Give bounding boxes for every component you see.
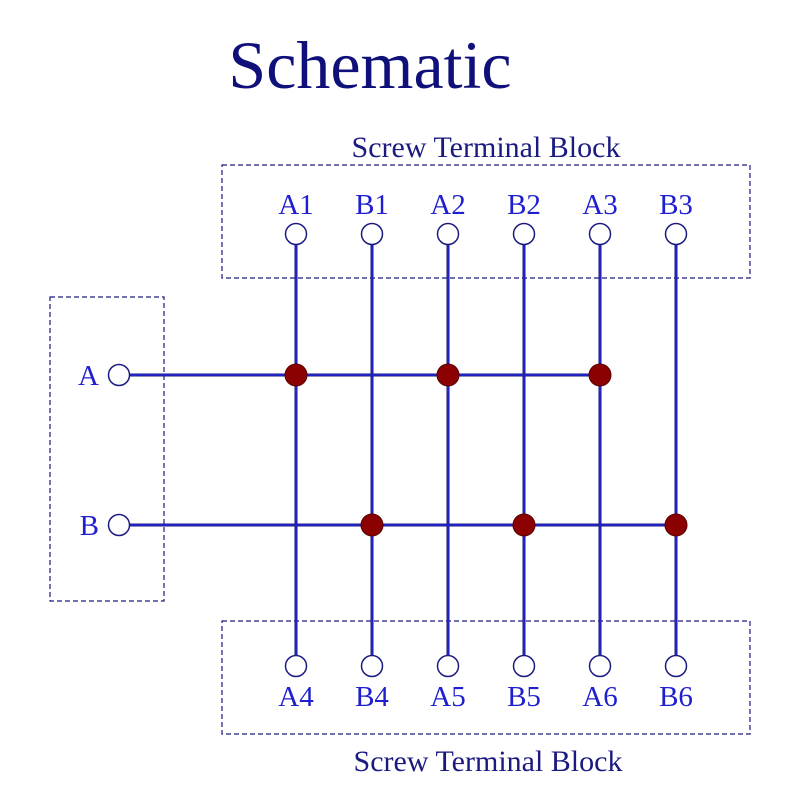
- pin-label-b1: B1: [355, 189, 389, 221]
- terminal-b4: [360, 654, 384, 678]
- pin-label-a6: A6: [582, 681, 617, 713]
- pin-label-a5: A5: [430, 681, 465, 713]
- terminal-a3: [588, 222, 612, 246]
- pin-label-a: A: [78, 360, 99, 392]
- pin-label-b4: B4: [355, 681, 389, 713]
- terminal-b6: [664, 654, 688, 678]
- pin-label-b6: B6: [659, 681, 693, 713]
- terminal-b2: [512, 222, 536, 246]
- page-title: Schematic: [228, 27, 511, 103]
- junction-b-4: [512, 513, 536, 537]
- top-block-label: Screw Terminal Block: [352, 131, 621, 164]
- wires: [129, 244, 678, 656]
- terminal-a5: [436, 654, 460, 678]
- junction-a-1: [284, 363, 308, 387]
- terminals: [107, 222, 688, 678]
- junction-a-5: [588, 363, 612, 387]
- pin-label-b2: B2: [507, 189, 541, 221]
- junction-b-6: [664, 513, 688, 537]
- bottom-terminal-block: [221, 620, 751, 735]
- pin-label-a2: A2: [430, 189, 465, 221]
- pin-label-b5: B5: [507, 681, 541, 713]
- terminal-b5: [512, 654, 536, 678]
- pin-label-b3: B3: [659, 189, 693, 221]
- top-terminal-block: [221, 164, 751, 279]
- terminal-a4: [284, 654, 308, 678]
- terminal-a1: [284, 222, 308, 246]
- pin-label-a3: A3: [582, 189, 617, 221]
- junctions: [284, 363, 688, 537]
- terminal-a2: [436, 222, 460, 246]
- terminal-b: [107, 513, 131, 537]
- bottom-block-label: Screw Terminal Block: [354, 745, 623, 778]
- junction-b-2: [360, 513, 384, 537]
- pin-label-a4: A4: [278, 681, 314, 713]
- pin-label-b: B: [80, 510, 99, 542]
- terminal-b3: [664, 222, 688, 246]
- terminal-b1: [360, 222, 384, 246]
- left-connector-block: [49, 296, 165, 602]
- terminal-a6: [588, 654, 612, 678]
- pin-label-a1: A1: [278, 189, 313, 221]
- junction-a-3: [436, 363, 460, 387]
- terminal-a: [107, 363, 131, 387]
